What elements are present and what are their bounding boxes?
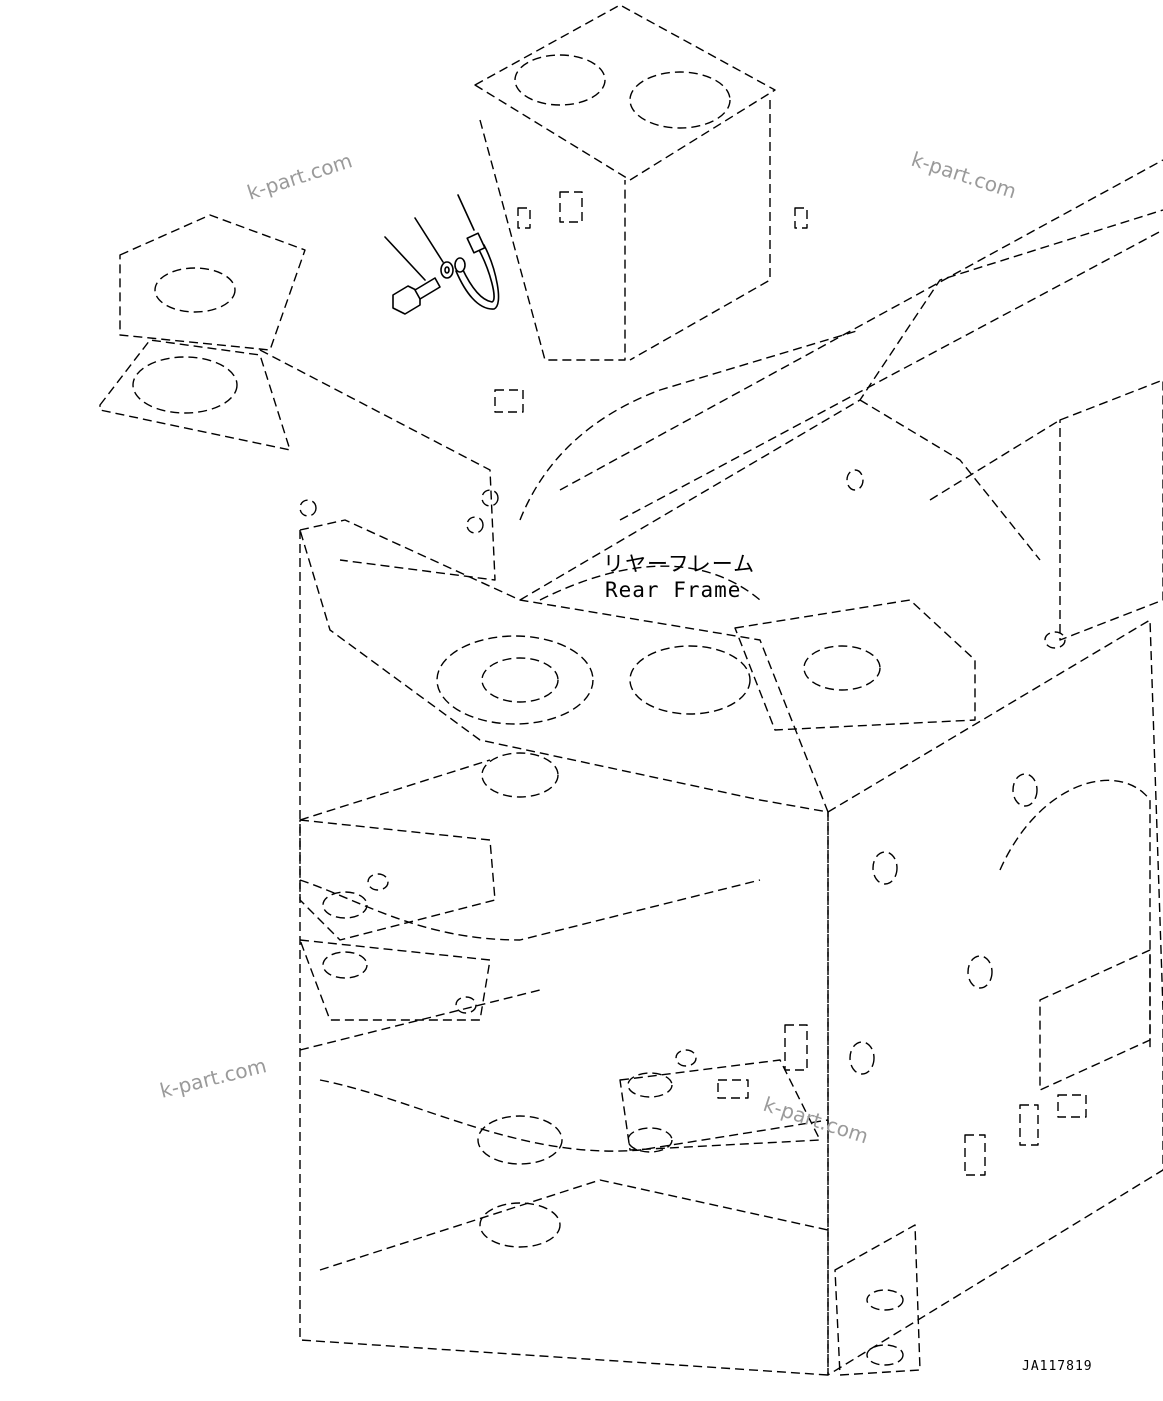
drawing-code: JA117819: [1022, 1359, 1093, 1374]
watermark: k-part.com: [157, 1053, 268, 1103]
flange-rings: [436, 635, 751, 1248]
right-raised-mount: [734, 599, 976, 731]
watermark: k-part.com: [908, 147, 1019, 203]
ground-strap-assembly: [384, 194, 500, 315]
rear-frame-body: [299, 159, 1163, 1376]
part-name-english: Rear Frame: [605, 578, 741, 602]
part-name-japanese: リヤーフレーム: [603, 552, 755, 576]
washer: [414, 217, 454, 279]
upper-left-mount-pad: [99, 214, 496, 581]
hinge-brackets: [299, 819, 921, 1376]
mounting-bosses: [299, 191, 1087, 1176]
upper-tower: [474, 4, 776, 361]
ground-cable: [454, 194, 500, 310]
bolt: [384, 236, 441, 315]
watermark: k-part.com: [244, 148, 355, 204]
